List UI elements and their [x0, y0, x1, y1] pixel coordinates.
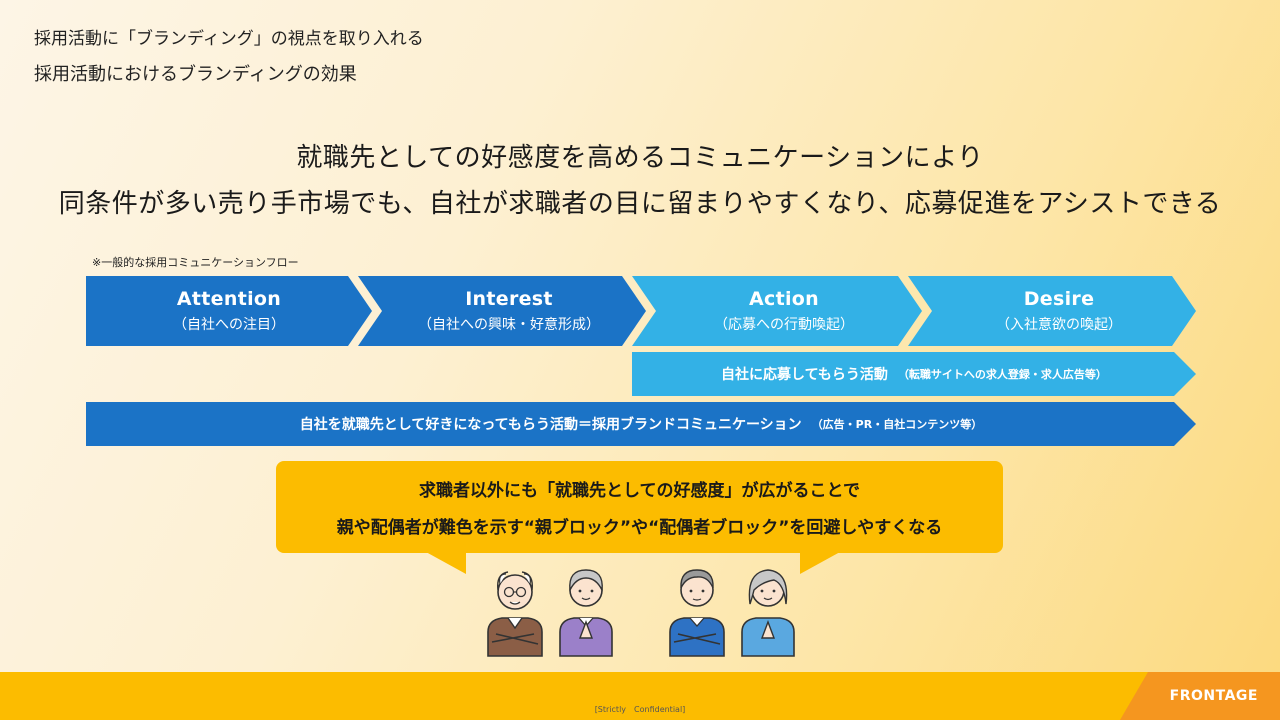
step-title: Attention	[176, 288, 282, 310]
headline-line-1: 就職先としての好感度を高めるコミュニケーションにより	[296, 143, 984, 173]
father-figure	[487, 571, 543, 657]
callout-line-1: 求職者以外にも「就職先としての好感度」が広がることで	[419, 481, 860, 501]
callout-tail-right	[800, 552, 840, 574]
confidential-label: [Strictly Confidential]	[594, 705, 686, 714]
young-couple-illustration	[669, 569, 795, 657]
apply-activity-bar: 自社に応募してもらう活動 （転職サイトへの求人登録・求人広告等）	[632, 352, 1196, 396]
step-title: Interest	[465, 288, 553, 310]
page-title: 採用活動におけるブランディングの効果	[34, 64, 357, 85]
young-woman-figure	[741, 569, 795, 657]
callout-line-2: 親や配偶者が難色を示す“親ブロック”や“配偶者ブロック”を回避しやすくなる	[336, 518, 943, 538]
step-title: Desire	[1023, 288, 1095, 310]
step-desire: Desire （入社意欲の喚起）	[908, 276, 1196, 346]
step-interest: Interest （自社への興味・好意形成）	[358, 276, 646, 346]
footer: [Strictly Confidential] FRONTAGE	[0, 672, 1280, 720]
mother-figure	[559, 569, 613, 657]
brand-activity-label: 自社を就職先として好きになってもらう活動＝採用ブランドコミュニケーション	[299, 417, 802, 433]
apply-activity-label: 自社に応募してもらう活動	[721, 367, 888, 383]
callout-box: 求職者以外にも「就職先としての好感度」が広がることで 親や配偶者が難色を示す“親…	[276, 461, 1003, 553]
step-title: Action	[749, 288, 819, 310]
brand-activity-bar: 自社を就職先として好きになってもらう活動＝採用ブランドコミュニケーション （広告…	[86, 402, 1196, 446]
young-man-figure	[669, 569, 725, 657]
step-subtitle: （自社への注目）	[173, 317, 285, 333]
step-attention: Attention （自社への注目）	[86, 276, 372, 346]
brand-badge	[1120, 672, 1280, 720]
headline-line-2: 同条件が多い売り手市場でも、自社が求職者の目に留まりやすくなり、応募促進をアシス…	[58, 189, 1222, 219]
step-action: Action （応募への行動喚起）	[632, 276, 922, 346]
section-title: 採用活動に「ブランディング」の視点を取り入れる	[34, 29, 424, 49]
parents-illustration	[487, 569, 613, 657]
step-subtitle: （応募への行動喚起）	[714, 317, 854, 333]
apply-activity-examples: （転職サイトへの求人登録・求人広告等）	[897, 368, 1107, 381]
callout-tail-left	[426, 552, 466, 574]
step-subtitle: （入社意欲の喚起）	[996, 317, 1122, 333]
step-subtitle: （自社への興味・好意形成）	[418, 317, 600, 333]
brand-activity-examples: （広告・PR・自社コンテンツ等）	[811, 418, 983, 431]
brand-logo: FRONTAGE	[1169, 688, 1258, 704]
flow-note: ※一般的な採用コミュニケーションフロー	[92, 256, 299, 269]
